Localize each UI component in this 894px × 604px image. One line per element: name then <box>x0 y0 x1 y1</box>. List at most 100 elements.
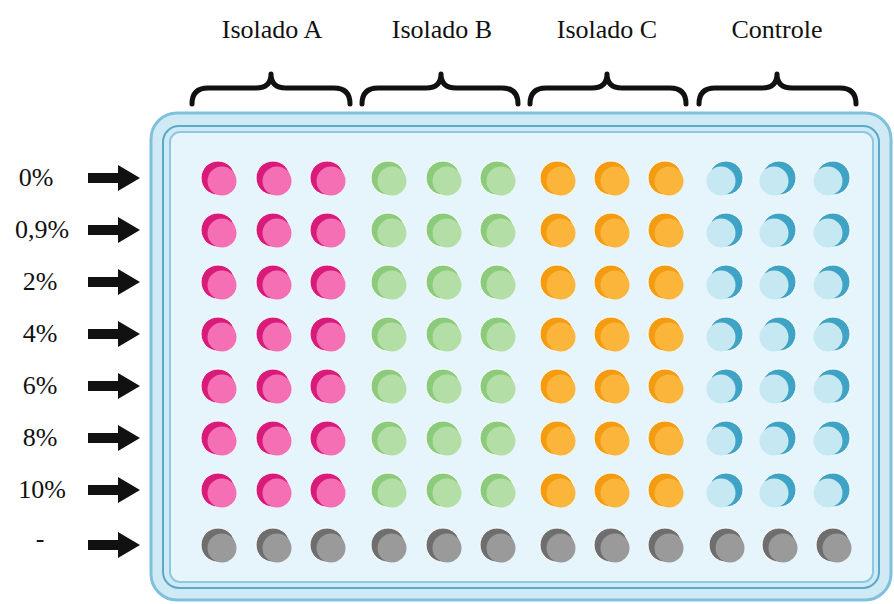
well-highlight <box>208 427 237 456</box>
well-highlight <box>655 219 684 248</box>
well-highlight <box>317 219 346 248</box>
well-highlight <box>547 323 576 352</box>
well-highlight <box>760 323 789 352</box>
well-highlight <box>814 479 843 508</box>
well-highlight <box>378 479 407 508</box>
well-highlight <box>487 271 516 300</box>
well-highlight <box>317 271 346 300</box>
column-header: Isolado B <box>392 16 492 45</box>
well-highlight <box>208 219 237 248</box>
row-label: 0,9% <box>15 216 69 245</box>
well-highlight <box>317 534 346 563</box>
well-highlight <box>601 167 630 196</box>
well-highlight <box>655 534 684 563</box>
well-highlight <box>760 219 789 248</box>
row-label: 8% <box>23 424 58 453</box>
column-header: Controle <box>732 16 823 45</box>
row-arrow <box>88 321 140 347</box>
well-highlight <box>378 323 407 352</box>
row-label: 4% <box>23 320 58 349</box>
curly-bracket <box>699 74 856 104</box>
well-highlight <box>814 219 843 248</box>
well-highlight <box>487 323 516 352</box>
well-highlight <box>378 427 407 456</box>
well-highlight <box>378 534 407 563</box>
well-highlight <box>707 271 736 300</box>
well-highlight <box>760 375 789 404</box>
row-label: 0% <box>19 164 54 193</box>
well-highlight <box>655 479 684 508</box>
well-highlight <box>317 375 346 404</box>
well-highlight <box>263 323 292 352</box>
well-highlight <box>716 534 745 563</box>
well-highlight <box>487 219 516 248</box>
well-highlight <box>487 479 516 508</box>
well-highlight <box>814 375 843 404</box>
row-label: 6% <box>23 372 58 401</box>
well-highlight <box>769 534 798 563</box>
well-highlight <box>655 427 684 456</box>
plate-outer <box>151 113 891 600</box>
well-highlight <box>487 427 516 456</box>
well-highlight <box>601 219 630 248</box>
well-highlight <box>317 167 346 196</box>
well-highlight <box>760 427 789 456</box>
curly-bracket <box>362 74 518 104</box>
well-highlight <box>601 375 630 404</box>
row-label: - <box>36 525 45 554</box>
well-highlight <box>433 427 462 456</box>
well-highlight <box>263 534 292 563</box>
row-arrow <box>88 425 140 451</box>
brackets <box>192 74 856 104</box>
well-highlight <box>433 534 462 563</box>
well-highlight <box>547 167 576 196</box>
well-highlight <box>814 427 843 456</box>
plate-inner <box>170 132 873 582</box>
well-highlight <box>760 167 789 196</box>
well-highlight <box>814 323 843 352</box>
column-header: Isolado C <box>557 16 657 45</box>
well-highlight <box>601 427 630 456</box>
row-arrows <box>88 165 140 558</box>
well-highlight <box>433 375 462 404</box>
curly-bracket <box>530 74 686 104</box>
well-highlight <box>487 375 516 404</box>
well-highlight <box>263 427 292 456</box>
row-label: 10% <box>18 476 66 505</box>
well-highlight <box>263 219 292 248</box>
wells <box>201 161 852 563</box>
well-highlight <box>547 479 576 508</box>
well-highlight <box>433 479 462 508</box>
row-arrow <box>88 269 140 295</box>
well-highlight <box>547 534 576 563</box>
well-highlight <box>601 534 630 563</box>
well-highlight <box>707 479 736 508</box>
well-highlight <box>601 323 630 352</box>
well-highlight <box>208 271 237 300</box>
well-highlight <box>547 375 576 404</box>
well-highlight <box>317 323 346 352</box>
well-highlight <box>707 375 736 404</box>
row-arrow <box>88 477 140 503</box>
well-highlight <box>263 271 292 300</box>
well-highlight <box>655 271 684 300</box>
well-highlight <box>601 271 630 300</box>
well-highlight <box>378 167 407 196</box>
row-arrow <box>88 217 140 243</box>
well-highlight <box>378 375 407 404</box>
well-highlight <box>655 167 684 196</box>
well-highlight <box>433 271 462 300</box>
well-highlight <box>547 219 576 248</box>
row-arrow <box>88 165 140 191</box>
well-highlight <box>707 427 736 456</box>
well-highlight <box>433 323 462 352</box>
row-label: 2% <box>23 268 58 297</box>
well-highlight <box>487 534 516 563</box>
plate-rim <box>163 126 879 588</box>
well-highlight <box>655 323 684 352</box>
well-highlight <box>547 271 576 300</box>
well-highlight <box>814 271 843 300</box>
well-highlight <box>378 219 407 248</box>
well-highlight <box>317 427 346 456</box>
curly-bracket <box>192 74 350 104</box>
